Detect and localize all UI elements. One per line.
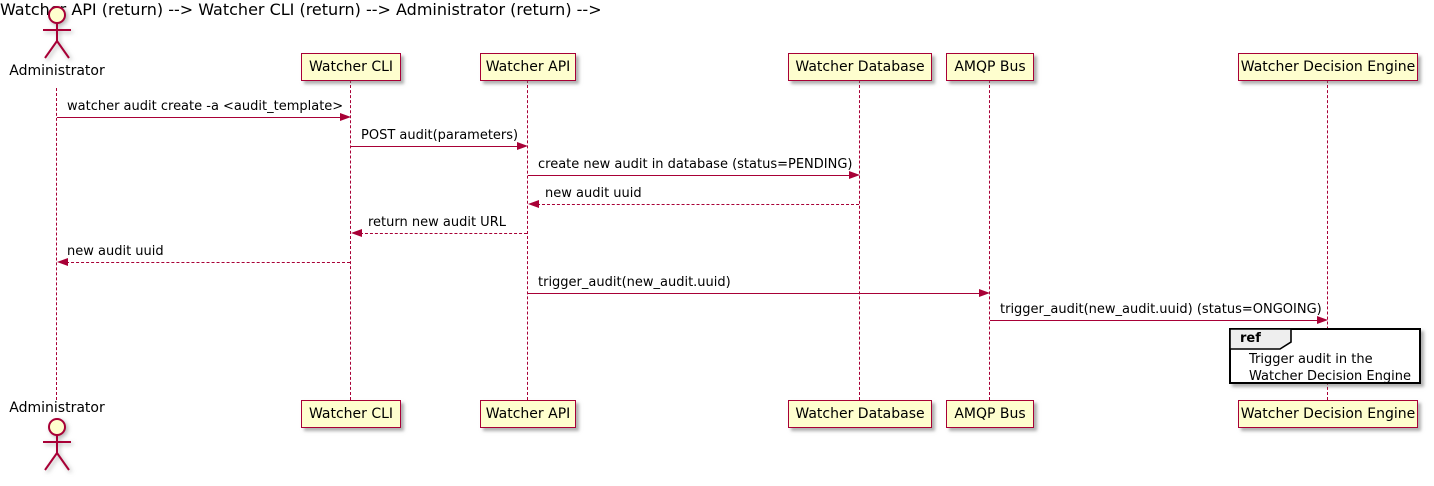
participant-label: Watcher Database xyxy=(795,59,925,75)
message-arrow xyxy=(528,293,981,294)
arrowhead-icon xyxy=(1317,315,1328,324)
participant-label: AMQP Bus xyxy=(954,59,1026,75)
message-arrow xyxy=(360,233,527,234)
message-label: POST audit(parameters) xyxy=(361,128,519,143)
message-arrow xyxy=(537,204,859,205)
message-arrow xyxy=(57,117,342,118)
participant-watcher-decision-engine-bottom: Watcher Decision Engine xyxy=(1238,400,1418,428)
message-label: trigger_audit(new_audit.uuid) xyxy=(538,275,731,290)
lifeline-watcher-decision-engine xyxy=(1327,80,1328,400)
administrator-label-top: Administrator xyxy=(9,63,105,79)
participant-label: Watcher API xyxy=(485,59,571,75)
arrowhead-icon xyxy=(340,112,351,121)
participant-amqp-bus-top: AMQP Bus xyxy=(946,53,1034,81)
lifeline-watcher-database xyxy=(859,80,860,400)
message-arrow xyxy=(990,320,1319,321)
arrowhead-icon xyxy=(979,288,990,297)
participant-label: Watcher CLI xyxy=(308,406,394,422)
message-arrow xyxy=(66,262,350,263)
administrator-actor-icon-bottom xyxy=(43,418,71,471)
ref-header-shape xyxy=(1230,329,1292,350)
participant-watcher-cli-bottom: Watcher CLI xyxy=(301,400,401,428)
message-arrow xyxy=(528,175,851,176)
participant-watcher-cli-top: Watcher CLI xyxy=(301,53,401,81)
participant-label: Watcher Database xyxy=(795,406,925,422)
participant-watcher-api-bottom: Watcher API xyxy=(480,400,576,428)
participant-label: Watcher Decision Engine xyxy=(1240,59,1416,75)
arrowhead-icon xyxy=(517,141,528,150)
arrowhead-icon xyxy=(57,257,68,266)
ref-keyword: ref xyxy=(1240,331,1261,346)
participant-watcher-database-top: Watcher Database xyxy=(788,53,932,81)
message-label: create new audit in database (status=PEN… xyxy=(538,157,853,172)
participant-label: Watcher CLI xyxy=(308,59,394,75)
ref-text-line: Trigger audit in the xyxy=(1249,352,1373,367)
participant-watcher-decision-engine-top: Watcher Decision Engine xyxy=(1238,53,1418,81)
participant-label: AMQP Bus xyxy=(954,406,1026,422)
lifeline-watcher-cli xyxy=(350,80,351,400)
participant-label: Watcher Decision Engine xyxy=(1240,406,1416,422)
arrowhead-icon xyxy=(528,199,539,208)
lifeline-watcher-api xyxy=(527,80,528,400)
participant-label: Watcher API xyxy=(485,406,571,422)
arrowhead-icon xyxy=(849,170,860,179)
ref-text-line: Watcher Decision Engine xyxy=(1249,369,1411,384)
arrowhead-icon xyxy=(351,228,362,237)
message-label: trigger_audit(new_audit.uuid) (status=ON… xyxy=(1000,302,1322,317)
participant-watcher-api-top: Watcher API xyxy=(480,53,576,81)
participant-watcher-database-bottom: Watcher Database xyxy=(788,400,932,428)
lifeline-administrator xyxy=(56,88,57,400)
lifeline-amqp-bus xyxy=(989,80,990,400)
message-label: new audit uuid xyxy=(545,186,642,201)
message-label: new audit uuid xyxy=(67,244,164,259)
ref-fragment: ref Trigger audit in the Watcher Decisio… xyxy=(1229,328,1421,384)
message-arrow xyxy=(351,146,519,147)
participant-amqp-bus-bottom: AMQP Bus xyxy=(946,400,1034,428)
administrator-label-bottom: Administrator xyxy=(9,400,105,416)
administrator-actor-icon xyxy=(43,6,71,59)
message-label: watcher audit create -a <audit_template> xyxy=(67,99,344,114)
message-label: return new audit URL xyxy=(368,215,506,230)
